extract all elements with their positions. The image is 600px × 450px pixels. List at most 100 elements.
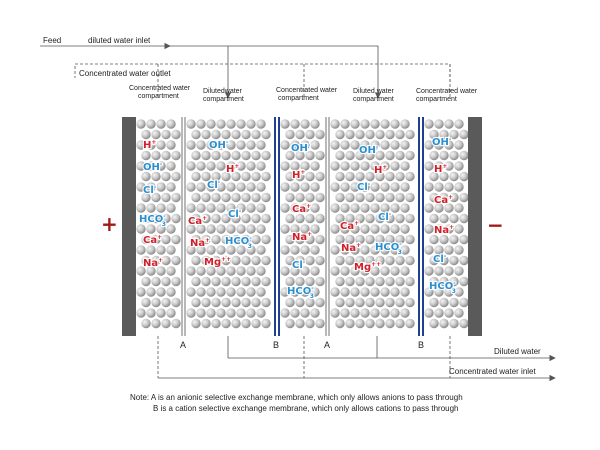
resin-bead [300,287,310,297]
resin-bead [186,140,196,150]
resin-bead [261,213,271,224]
resin-bead [241,171,251,182]
resin-bead [241,276,251,287]
resin-bead [439,255,449,266]
resin-bead [295,192,305,203]
resin-bead [171,150,181,161]
resin-bead [256,308,266,318]
resin-bead [251,192,261,203]
resin-bead [241,192,251,203]
ion-label: OH- [291,142,311,154]
resin-bead [459,318,469,329]
resin-bead [405,255,415,266]
resin-bead [459,171,469,182]
svg-text:Concentrated water: Concentrated water [276,87,338,94]
resin-bead [201,234,211,245]
resin-bead [449,150,459,161]
resin-bead [439,192,449,203]
resin-bead [459,192,469,203]
resin-bead [151,234,161,245]
resin-bead [136,245,146,255]
resin-bead [201,213,211,224]
note-line-1: Note: A is an anionic selective exchange… [130,393,463,402]
resin-bead [335,192,345,203]
resin-bead [211,276,221,287]
resin-bead [156,203,166,213]
resin-bead [241,234,251,245]
resin-bead [151,255,161,266]
resin-bead [405,318,415,329]
resin-bead [201,318,211,329]
resin-bead [315,276,325,287]
resin-bead [196,266,206,276]
membrane-b-2 [418,117,424,336]
resin-bead [256,287,266,297]
resin-bead [285,192,295,203]
resin-bead [221,276,231,287]
resin-bead [454,245,464,255]
resin-bead [280,119,290,129]
resin-bead [196,224,206,234]
resin-bead [305,255,315,266]
resin-bead [261,129,271,140]
resin-bead [251,213,261,224]
resin-bead [191,213,201,224]
resin-bead [310,119,320,129]
resin-bead [315,255,325,266]
resin-bead [385,318,395,329]
resin-bead [246,224,256,234]
ion-label: H+ [292,169,305,181]
resin-bead [290,266,300,276]
resin-bead [355,255,365,266]
ion-label: Mg++ [354,261,381,273]
resin-bead [216,224,226,234]
resin-bead [459,234,469,245]
resin-bead [355,297,365,308]
resin-bead [360,161,370,171]
resin-bead [380,140,390,150]
resin-bead [141,297,151,308]
resin-bead [141,192,151,203]
resin-bead [335,150,345,161]
resin-bead [191,234,201,245]
resin-bead [305,297,315,308]
resin-bead [256,161,266,171]
resin-bead [405,297,415,308]
resin-bead [191,276,201,287]
resin-bead [206,224,216,234]
resin-bead [196,161,206,171]
resin-bead [166,287,176,297]
resin-bead [395,171,405,182]
ion-label: Ca+ [340,220,359,232]
diluted-out-label: Diluted water [494,347,541,356]
resin-bead [280,161,290,171]
resin-bead [365,171,375,182]
resin-bead [434,266,444,276]
resin-bead [231,318,241,329]
resin-bead [166,119,176,129]
resin-bead [141,150,151,161]
resin-bead [136,266,146,276]
ion-label: Cl- [357,181,371,193]
resin-bead [146,245,156,255]
resin-bead [241,213,251,224]
resin-bead [216,119,226,129]
resin-bead [390,245,400,255]
resin-bead [405,171,415,182]
resin-bead [444,245,454,255]
resin-bead [221,255,231,266]
resin-bead [375,150,385,161]
ion-label: H+ [434,163,447,175]
resin-bead [330,245,340,255]
resin-bead [345,297,355,308]
membrane-b-1 [274,117,280,336]
resin-bead [444,203,454,213]
resin-bead [166,182,176,192]
resin-bead [315,318,325,329]
resin-bead [449,129,459,140]
resin-bead [241,255,251,266]
resin-bead [251,129,261,140]
resin-bead [365,276,375,287]
resin-bead [226,308,236,318]
membrane-a-label-1: A [180,340,186,350]
